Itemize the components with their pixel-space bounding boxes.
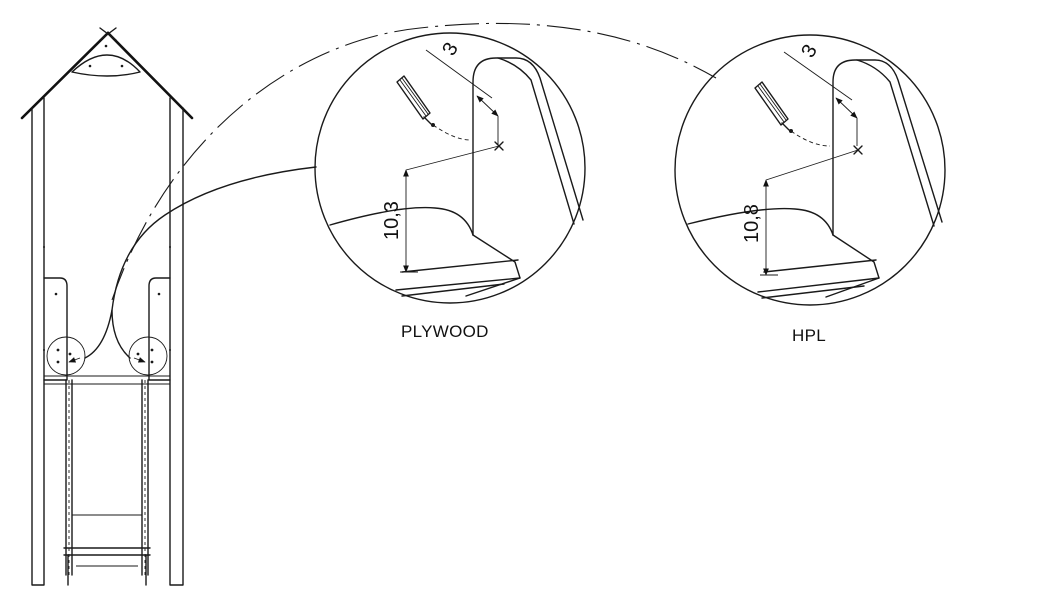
detail-hpl: 3 10,8	[674, 34, 946, 306]
leader-lines	[84, 22, 717, 359]
hpl-gap-dimension: 3	[797, 41, 822, 62]
detail-plywood: 3 10,3	[314, 32, 586, 304]
hpl-height-dimension: 10,8	[741, 204, 763, 243]
tower-elevation	[20, 27, 194, 586]
plywood-height-dimension: 10,3	[381, 201, 403, 240]
plywood-gap-dimension: 3	[438, 39, 463, 60]
tower-roof	[20, 27, 194, 120]
screwdriver-icon	[754, 81, 793, 133]
slide-chute	[63, 379, 151, 586]
slide-side-guards	[43, 277, 171, 385]
hpl-label: HPL	[792, 326, 826, 345]
detail-markers	[46, 336, 168, 376]
plywood-label: PLYWOOD	[401, 322, 489, 341]
tower-posts	[31, 97, 184, 586]
screwdriver-icon	[396, 75, 435, 127]
